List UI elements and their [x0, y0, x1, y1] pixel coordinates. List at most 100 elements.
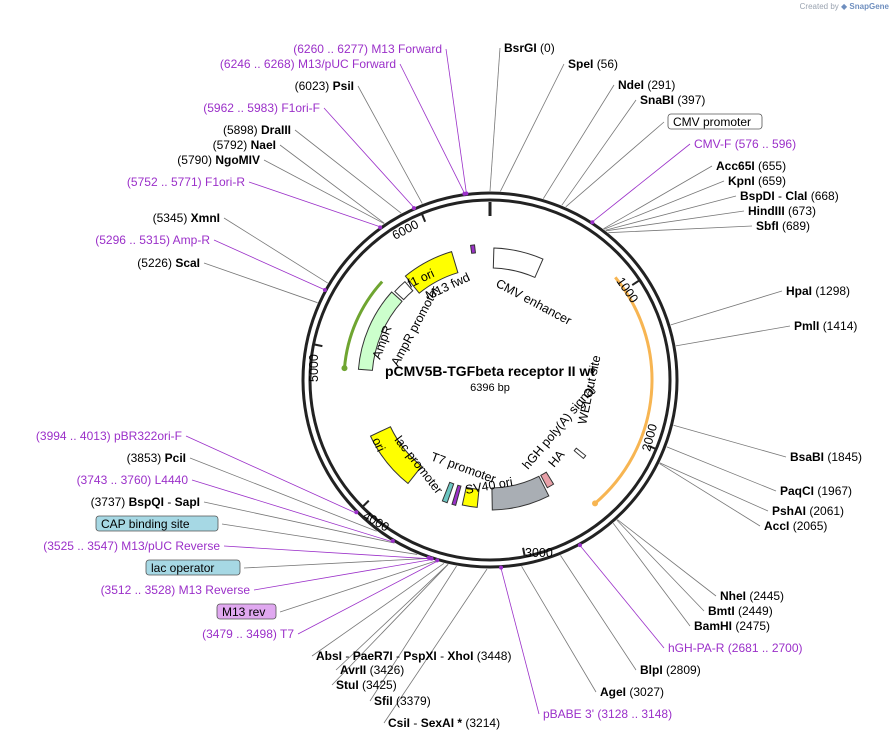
leader-line	[213, 239, 325, 290]
enzyme-site-pshai: PshAI (2061)	[772, 504, 844, 518]
enzyme-site-avrii: AvrII (3426)	[340, 663, 404, 677]
enzyme-site-scai: (5226) ScaI	[137, 256, 200, 270]
tick-label-3000: 3000	[525, 546, 553, 560]
feature-primer-f1ori-r: (5752 .. 5771) F1ori-R	[127, 175, 245, 189]
enzyme-site-agei: AgeI (3027)	[600, 685, 664, 699]
feature-cmv-enhancer	[492, 247, 544, 279]
feature-marker	[426, 555, 431, 560]
backbone-inner	[308, 198, 672, 562]
feature-marker	[435, 558, 440, 563]
enzyme-site-sbfi: SbfI (689)	[756, 219, 810, 233]
leader-line	[223, 545, 429, 560]
ampr-orf-arrow	[342, 280, 384, 369]
leader-line	[592, 143, 691, 222]
enzyme-site-draiii: (5898) DraIII	[223, 123, 291, 137]
box-label-cap-binding-site: CAP binding site	[101, 517, 190, 531]
leader-line	[203, 262, 318, 304]
feature-marker	[499, 565, 504, 570]
enzyme-site-psii: (6023) PsiI	[295, 79, 354, 93]
enzyme-site-acci: AccI (2065)	[764, 519, 827, 533]
leader-line	[323, 107, 414, 208]
feature-label-ori: ori	[369, 435, 388, 454]
feature-primer-m13-forward: (6260 .. 6277) M13 Forward	[293, 42, 442, 56]
label-box	[667, 113, 763, 130]
feature-ori	[369, 426, 423, 485]
enzyme-site-bamhi: BamHI (2475)	[694, 619, 770, 633]
orf-arrow-head	[592, 500, 599, 507]
feature-primer-amp-r: (5296 .. 5315) Amp-R	[95, 233, 210, 247]
feature-primer-pbabe-3: pBABE 3' (3128 .. 3148)	[543, 707, 672, 721]
leader-line	[500, 568, 540, 715]
tick-marks	[314, 202, 656, 556]
feature-primer-f1ori-f: (5962 .. 5983) F1ori-F	[203, 101, 320, 115]
leader-line	[297, 561, 438, 635]
leader-line	[500, 63, 565, 192]
feature-layer	[341, 244, 654, 511]
leader-line	[659, 462, 769, 512]
leader-line	[357, 85, 423, 204]
feature-marker	[577, 543, 582, 548]
leader-line	[605, 195, 737, 231]
tick-label-1000: 1000	[614, 275, 641, 306]
feature-marker	[354, 510, 359, 515]
leader-line	[616, 519, 705, 612]
box-label-m13-rev: M13 rev	[222, 605, 265, 619]
enzyme-site-bmti: BmtI (2449)	[708, 604, 773, 618]
leader-line	[612, 523, 691, 627]
leader-line	[521, 566, 597, 693]
tick-5000	[314, 343, 323, 348]
snapgene-logo-icon: ◆	[841, 2, 848, 11]
enzyme-site-pcii: (3853) PciI	[127, 451, 186, 465]
leader-line	[673, 424, 787, 458]
leader-line	[279, 144, 385, 224]
leader-line	[603, 180, 725, 230]
tick-4000	[362, 499, 370, 507]
leader-line	[185, 435, 356, 514]
label-box	[95, 515, 219, 532]
leader-line	[565, 121, 665, 208]
box-label-cmv-promoter: CMV promoter	[673, 115, 751, 129]
feature-primer-m13-puc-forward: (6246 .. 6268) M13/pUC Forward	[220, 57, 396, 71]
leader-line	[243, 558, 428, 569]
enzyme-site-ngomiv: (5790) NgoMIV	[177, 153, 260, 167]
enzyme-site-ndei: NdeI (291)	[618, 78, 675, 92]
enzyme-site-spei: SpeI (56)	[568, 57, 618, 71]
feature-label-cmv-enhancer: CMV enhancer	[494, 276, 574, 328]
enzyme-site-absi: AbsI - PaeR7I - PspXI - XhoI (3448)	[316, 649, 511, 663]
enzyme-site-csii: CsiI - SexAI * (3214)	[388, 716, 500, 730]
leader-line	[489, 47, 501, 192]
leader-line	[383, 568, 488, 724]
leader-line	[191, 479, 393, 543]
feature-primer-t7: (3479 .. 3498) T7	[202, 627, 294, 641]
feature-marker	[378, 225, 383, 230]
feature-welqut-site	[573, 447, 587, 460]
feature-m13-fwd	[469, 244, 476, 254]
leader-line	[189, 457, 377, 532]
leader-line	[542, 84, 615, 199]
feature-t7-promoter	[451, 484, 462, 507]
plasmid-name: pCMV5B-TGFbeta receptor II wt	[385, 363, 595, 379]
tick-label-6000: 6000	[390, 217, 421, 242]
feature-sv40-ori	[461, 486, 480, 508]
leader-line	[659, 463, 761, 527]
leader-line	[369, 565, 457, 702]
enzyme-site-bspqi: (3737) BspQI - SapI	[91, 495, 200, 509]
label-box	[145, 559, 241, 576]
enzyme-site-hpai: HpaI (1298)	[786, 284, 850, 298]
enzyme-site-xmni: (5345) XmnI	[153, 211, 220, 225]
feature-primer-m13-puc-reverse: (3525 .. 3547) M13/pUC Reverse	[43, 539, 220, 553]
leader-line	[445, 48, 467, 193]
enzyme-site-bspdi: BspDI - ClaI (668)	[740, 189, 839, 203]
tick-2000	[647, 444, 656, 450]
feature-hgh-poly-a-signal	[491, 475, 550, 511]
enzyme-site-naei: (5792) NaeI	[213, 138, 276, 152]
leader-line	[675, 325, 791, 347]
leader-line	[335, 563, 449, 671]
feature-f1-ori	[404, 251, 459, 294]
credit-prefix: Created by	[799, 2, 839, 11]
box-label-lac-operator: lac operator	[151, 561, 214, 575]
enzyme-site-nhei: NheI (2445)	[720, 589, 784, 603]
leader-line	[221, 523, 418, 555]
leader-line	[666, 446, 777, 492]
